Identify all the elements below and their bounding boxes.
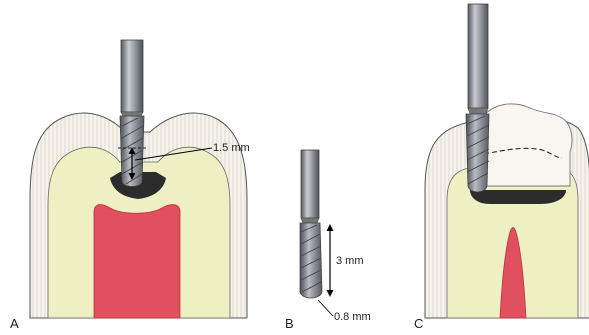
panel-a-bur-shank (121, 40, 143, 112)
panel-a-letter: A (10, 316, 19, 331)
panel-b-length-label: 3 mm (336, 255, 364, 267)
panel-c-letter: C (414, 316, 423, 331)
panel-a: 1.5 mm A (10, 40, 250, 331)
panel-c-caries (470, 190, 566, 204)
panel-b-letter: B (285, 316, 294, 331)
panel-c-bur-head (466, 114, 489, 192)
panel-c-occlusal-reduction (482, 104, 572, 186)
panel-a-measurement-label: 1.5 mm (213, 142, 250, 154)
panel-b-tip-label: 0.8 mm (334, 311, 371, 323)
panel-c: C (414, 4, 589, 331)
panel-a-bur-neck (121, 112, 143, 116)
panel-a-pulp (94, 205, 180, 318)
panel-c-bur-neck (468, 108, 488, 114)
panel-b-bur-shank (301, 150, 319, 218)
panel-c-bur-shank (468, 4, 488, 108)
panel-b: 3 mm 0.8 mm B (285, 150, 371, 331)
panel-b-length-arrow (327, 224, 334, 297)
panel-b-tip-leader (318, 300, 333, 316)
panel-b-bur-neck (301, 218, 319, 223)
